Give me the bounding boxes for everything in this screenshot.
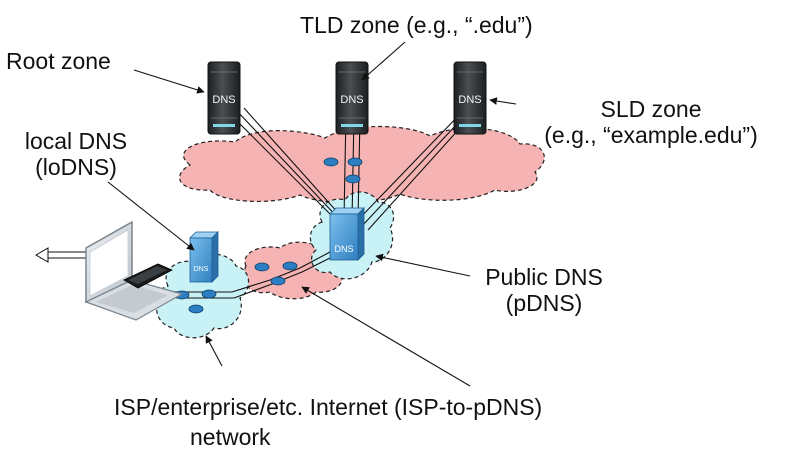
internet-core-cloud — [179, 125, 545, 204]
root-server-label: DNS — [212, 94, 235, 106]
local-dns-label-line1: local DNS — [24, 128, 128, 154]
tld-zone-label: TLD zone (e.g., “.edu”) — [300, 12, 533, 38]
sld-zone-label-line1: SLD zone — [600, 96, 702, 122]
local-dns-server: DNS — [189, 231, 219, 283]
sld-server-label: DNS — [458, 94, 481, 106]
router-icon — [345, 174, 361, 184]
public-server-label: DNS — [334, 244, 353, 254]
network-label-line2: network — [190, 424, 271, 450]
root-zone-label: Root zone — [6, 48, 111, 74]
public-dns-label: Public DNS (pDNS) — [468, 264, 620, 317]
local-dns-label-line2: (loDNS) — [35, 154, 117, 181]
local-server-label: DNS — [194, 266, 209, 273]
router-icon — [270, 276, 286, 286]
router-icon — [282, 261, 298, 271]
traffic-arrow-icon — [35, 247, 49, 263]
smartphone-icon — [123, 263, 173, 289]
sld-zone-label-line2: (e.g., “example.edu”) — [544, 122, 758, 149]
label-leader-lines — [107, 41, 517, 387]
laptop-icon — [84, 220, 184, 321]
network-label-line1: ISP/enterprise/etc. Internet (ISP-to-pDN… — [114, 394, 543, 420]
router-icon — [323, 157, 339, 167]
router-icon — [201, 289, 217, 299]
router-icon — [347, 157, 363, 167]
root-dns-server: DNS — [207, 61, 241, 135]
public-dns-server: DNS — [329, 207, 365, 261]
router-icon — [254, 262, 270, 272]
tld-dns-server: DNS — [335, 61, 369, 135]
local-dns-label: local DNS (loDNS) — [4, 128, 148, 181]
public-dns-label-line1: Public DNS — [485, 264, 603, 290]
public-dns-label-line2: (pDNS) — [505, 290, 583, 317]
tld-server-label: DNS — [340, 94, 363, 106]
sld-dns-server: DNS — [453, 61, 487, 135]
router-icon — [188, 304, 204, 314]
sld-zone-label: SLD zone (e.g., “example.edu”) — [518, 96, 784, 149]
